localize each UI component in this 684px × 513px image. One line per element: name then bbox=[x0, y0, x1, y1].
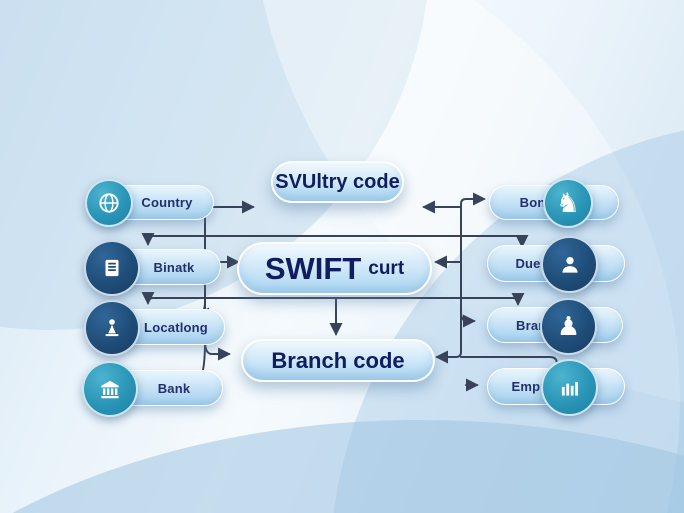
right-node-identity-badge bbox=[541, 236, 598, 293]
document-icon bbox=[105, 259, 119, 277]
horse-icon: ♞ bbox=[555, 187, 581, 219]
globe-icon bbox=[99, 193, 119, 213]
node-swift-code-main-label: SWIFT bbox=[264, 250, 362, 286]
monument-icon: ♟ bbox=[556, 311, 581, 342]
left-node-bank-label: Bank bbox=[157, 380, 191, 396]
node-country-code-label: SVUltry code bbox=[275, 170, 400, 193]
left-node-country-badge bbox=[85, 179, 133, 227]
node-branch-code-label: Branch code bbox=[271, 347, 405, 373]
right-node-banks-badge: ♞ bbox=[543, 178, 593, 228]
left-node-country-label: Country bbox=[141, 195, 193, 210]
left-node-location-label: Locatlong bbox=[144, 319, 208, 335]
node-swift-code-sub-label: curt bbox=[368, 257, 405, 279]
left-node-location-badge bbox=[84, 300, 140, 356]
left-node-bank-badge bbox=[82, 361, 138, 417]
node-swift-code: SWIFT curt bbox=[237, 242, 432, 295]
left-node-bank-code-badge bbox=[84, 240, 140, 296]
right-node-branch-badge: ♟ bbox=[540, 298, 597, 355]
person-bust-icon bbox=[561, 256, 578, 273]
left-node-bank-code-label: Binatk bbox=[153, 259, 195, 275]
node-country-code: SVUltry code bbox=[271, 161, 404, 203]
node-branch-code: Branch code bbox=[241, 339, 435, 382]
columns-chart-icon bbox=[561, 381, 578, 396]
bank-building-icon bbox=[101, 380, 119, 399]
right-node-empures-badge bbox=[541, 359, 598, 416]
statue-icon bbox=[105, 319, 119, 337]
